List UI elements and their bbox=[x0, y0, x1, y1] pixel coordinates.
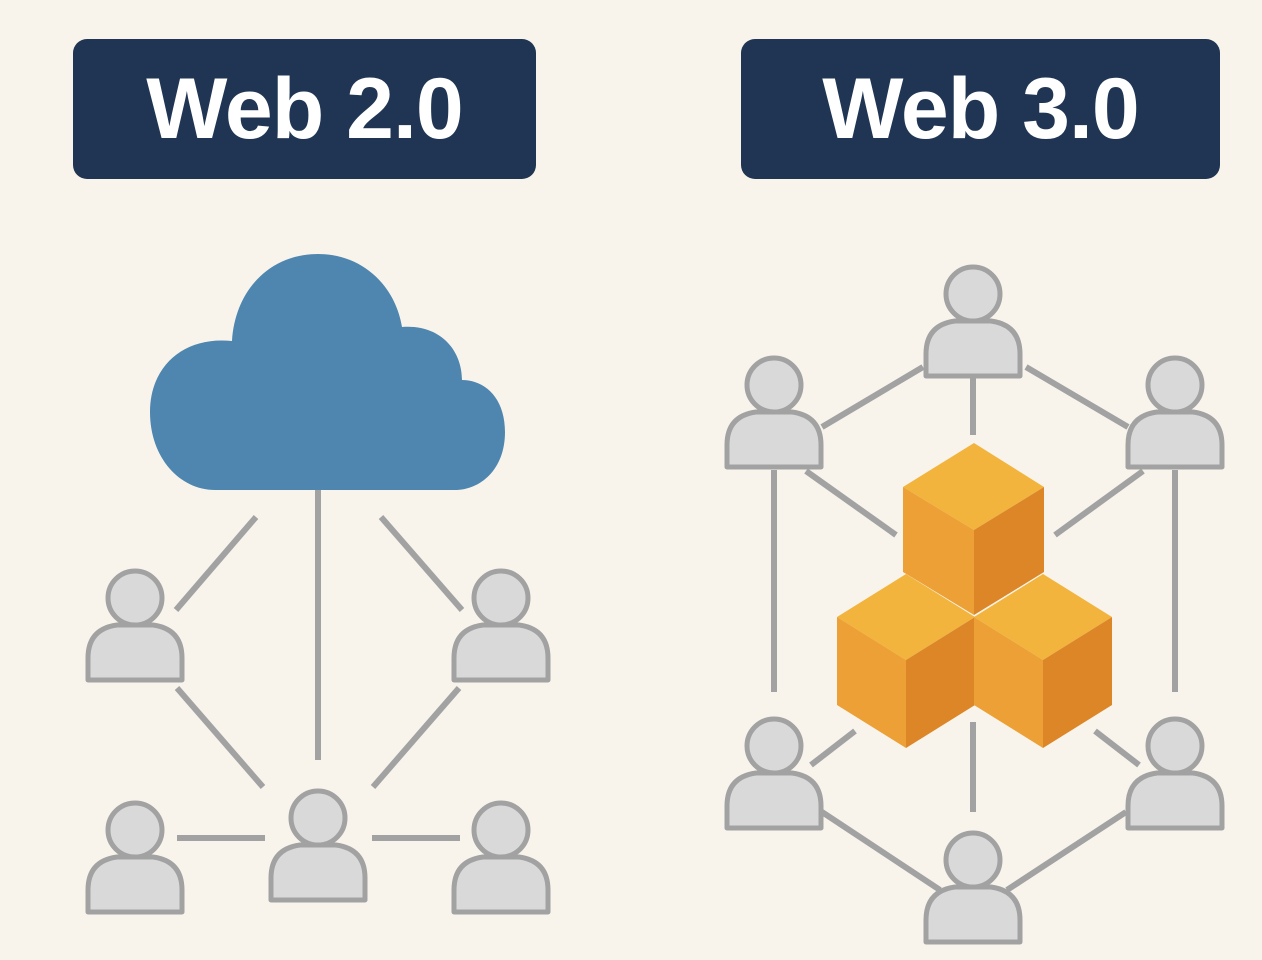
web3-user-upper-left bbox=[727, 358, 821, 467]
web3-link-top-upperleft bbox=[820, 364, 925, 430]
web3-link-lowerleft-blocks bbox=[809, 728, 857, 768]
web2-user-bottom-right bbox=[454, 803, 548, 912]
web2-link-upperleft-center bbox=[174, 686, 266, 789]
web3-link-lowerright-bottom bbox=[1005, 809, 1128, 893]
web3-link-lowerleft-bottom bbox=[820, 809, 942, 893]
web2-user-top-left bbox=[88, 571, 182, 680]
web2-link-cloud-left bbox=[173, 515, 259, 612]
blockchain-blocks-icon bbox=[837, 443, 1112, 748]
web3-connectors bbox=[771, 364, 1178, 893]
web3-title: Web 3.0 bbox=[741, 39, 1220, 179]
web2-link-cloud-right bbox=[378, 515, 465, 612]
web2-link-upperright-center bbox=[370, 686, 462, 789]
web2-user-bottom-center bbox=[271, 791, 365, 900]
web3-user-upper-right bbox=[1128, 358, 1222, 467]
web3-user-lower-left bbox=[727, 719, 821, 828]
web3-link-lowerright-blocks bbox=[1093, 728, 1141, 768]
web3-link-upperleft-blocks bbox=[804, 468, 898, 538]
web3-link-upperright-blocks bbox=[1053, 468, 1145, 538]
web3-user-top bbox=[926, 267, 1020, 376]
web2-connectors bbox=[173, 490, 465, 841]
web3-link-top-upperright bbox=[1024, 364, 1130, 430]
cloud-icon bbox=[150, 254, 505, 490]
web2-title: Web 2.0 bbox=[73, 39, 536, 179]
web3-user-lower-right bbox=[1128, 719, 1222, 828]
web2-user-bottom-left bbox=[88, 803, 182, 912]
web2-user-top-right bbox=[454, 571, 548, 680]
